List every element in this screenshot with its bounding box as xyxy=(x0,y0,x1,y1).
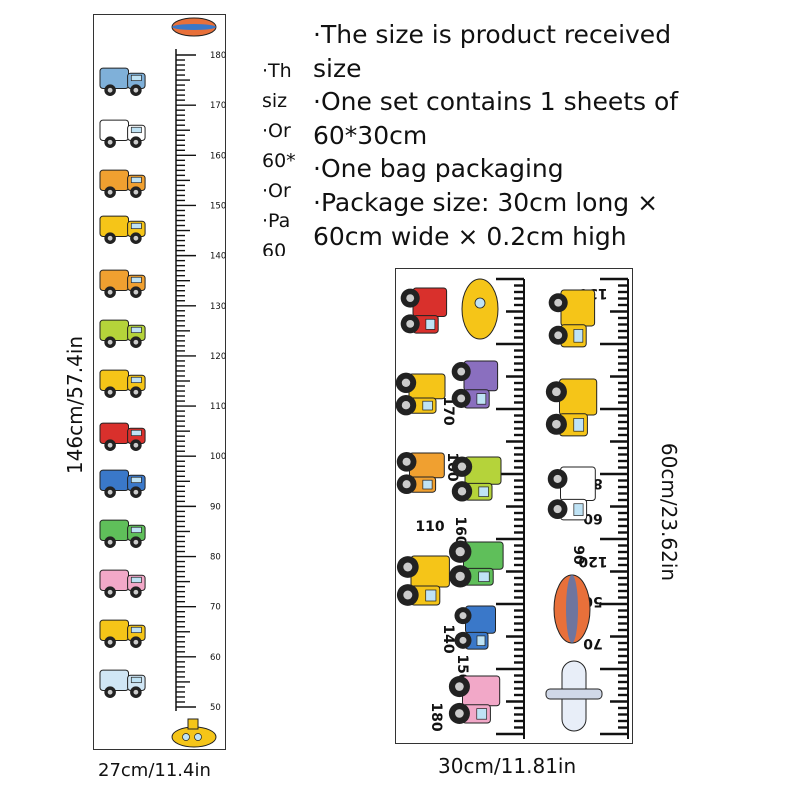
scale-label: 160 xyxy=(210,151,226,161)
atv-icon xyxy=(454,605,496,650)
scale-label: 60 xyxy=(210,653,221,663)
garbage-truck-icon xyxy=(448,540,504,588)
submarine-icon xyxy=(461,278,499,340)
left-ruler-strip xyxy=(496,277,525,739)
scale-label: 60 xyxy=(583,510,603,526)
scale-label: 100 xyxy=(210,452,226,462)
scale-label: 70 xyxy=(583,635,603,651)
scale-label: 90 xyxy=(570,545,586,565)
clipped-line: 60* xyxy=(262,150,296,172)
tanker-truck-icon xyxy=(396,451,445,495)
scale-label: 70 xyxy=(210,603,221,613)
clipped-text-column: ·Th siz ·Or 60* ·Or ·Pa 60 xyxy=(262,56,304,256)
school-bus-icon xyxy=(99,619,146,648)
clipped-line: 60 xyxy=(262,240,287,256)
crane-truck-icon xyxy=(396,555,450,606)
tanker-truck-icon xyxy=(99,169,146,198)
height-chart-sticker: 180 170 160 150 140 130 120 110 100 90 80 70 60 50 xyxy=(93,14,226,750)
sheet-height-label: 60cm/23.62in xyxy=(657,442,682,582)
scale-label: 90 xyxy=(210,502,221,512)
atv-icon xyxy=(99,469,146,498)
description-line: ·One bag packaging xyxy=(313,154,564,184)
scale-label: 50 xyxy=(210,703,221,713)
fire-truck-icon xyxy=(99,422,146,451)
garbage-truck-icon xyxy=(99,519,146,548)
airplane-icon xyxy=(545,660,603,732)
ice-cream-truck-icon xyxy=(448,675,501,724)
scale-label: 80 xyxy=(210,553,221,563)
scale-label: 110 xyxy=(210,402,226,412)
tow-truck-icon xyxy=(99,269,146,298)
submarine-icon xyxy=(171,718,217,748)
blimp-icon xyxy=(553,574,591,644)
height-dimension-label: 146cm/57.4in xyxy=(63,335,87,475)
width-dimension-label: 27cm/11.4in xyxy=(98,760,211,781)
product-description: ·The size is product received size ·One … xyxy=(313,18,678,253)
boat-icon xyxy=(99,669,146,698)
scale-label: 170 xyxy=(210,101,226,111)
blimp-icon xyxy=(171,17,217,37)
scale-label: 120 xyxy=(210,352,226,362)
clipped-line: ·Or xyxy=(262,120,291,142)
bus-icon xyxy=(545,378,598,437)
scale-label: 180 xyxy=(428,702,444,731)
excavator-icon xyxy=(99,215,146,244)
dump-truck-icon xyxy=(451,456,502,502)
scale-label: 130 xyxy=(210,302,226,312)
scale-label: 140 xyxy=(210,252,226,262)
sheet-width-label: 30cm/11.81in xyxy=(438,754,577,778)
scale-label: 160 xyxy=(452,516,468,545)
description-line: ·The size is product received xyxy=(313,20,672,49)
clipped-line: ·Pa xyxy=(262,210,291,232)
bus-icon xyxy=(99,369,146,398)
clipped-line: ·Or xyxy=(262,180,291,202)
scale-label: 140 xyxy=(440,624,456,653)
clipped-line: siz xyxy=(262,90,288,112)
description-line: 60*30cm xyxy=(313,120,428,150)
scale-label: 170 xyxy=(440,396,456,425)
school-bus-icon xyxy=(548,289,596,348)
sticker-sheet: 1308060120507090170100110160140150180 xyxy=(395,268,633,744)
excavator-icon xyxy=(396,372,446,416)
right-ruler-strip xyxy=(600,277,629,739)
ice-cream-truck-icon xyxy=(99,569,146,598)
fire-truck-icon xyxy=(400,287,448,334)
scale-label: 180 xyxy=(210,51,226,61)
description-line: size xyxy=(313,53,362,83)
scale-label: 150 xyxy=(210,201,226,211)
description-line: 60cm wide × 0.2cm high xyxy=(313,221,627,251)
scale-label: 120 xyxy=(578,553,607,569)
cement-mixer-icon xyxy=(99,67,146,96)
police-car-icon xyxy=(547,466,596,521)
scale-label: 110 xyxy=(415,519,444,535)
police-car-icon xyxy=(99,119,146,148)
dump-truck-icon xyxy=(99,319,146,348)
clipped-line: ·Th xyxy=(262,60,292,82)
description-line: ·Package size: 30cm long × xyxy=(313,187,659,217)
description-line: ·One set contains 1 sheets of xyxy=(313,87,679,117)
cement-mixer-icon xyxy=(451,360,499,409)
